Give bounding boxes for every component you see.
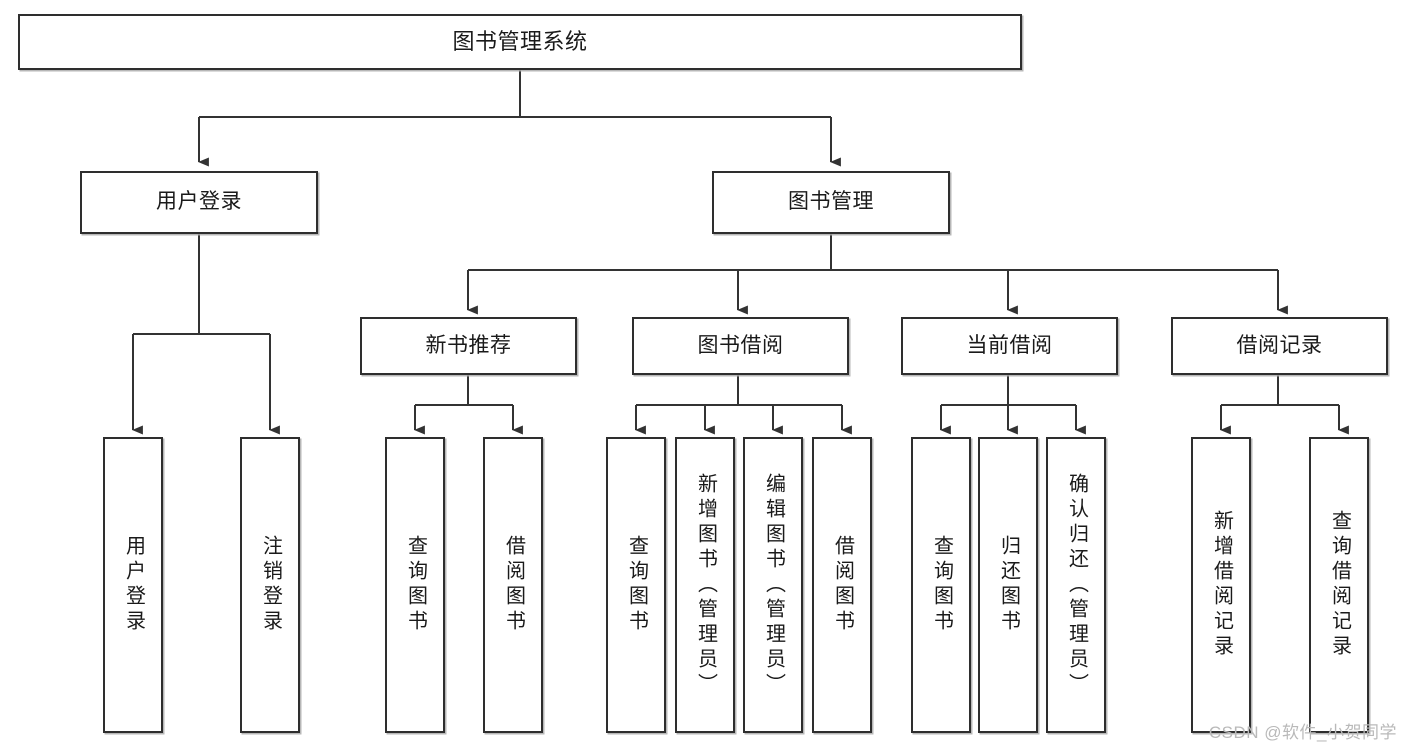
node-label: 用户登录 [122, 535, 145, 635]
node-book-management[interactable]: 图书管理 [712, 171, 950, 234]
node-label: 借阅图书 [831, 535, 854, 635]
node-label: 新书推荐 [425, 333, 512, 357]
node-label: 查询借阅记录 [1328, 510, 1351, 660]
node-label: 编辑图书（管理员） [762, 472, 785, 698]
node-new-book-recommend[interactable]: 新书推荐 [360, 317, 577, 375]
node-root-book-management-system[interactable]: 图书管理系统 [18, 14, 1022, 70]
node-label: 确认归还（管理员） [1065, 472, 1088, 698]
node-label: 图书管理 [788, 190, 874, 214]
node-label: 图书管理系统 [452, 29, 588, 55]
leaf-book-borrow-query-book[interactable]: 查询图书 [606, 437, 666, 733]
node-label: 注销登录 [259, 535, 282, 635]
leaf-current-borrow-confirm-return[interactable]: 确认归还（管理员） [1046, 437, 1106, 733]
node-borrow-record[interactable]: 借阅记录 [1171, 317, 1388, 375]
node-book-borrow[interactable]: 图书借阅 [632, 317, 849, 375]
leaf-user-login-login[interactable]: 用户登录 [103, 437, 163, 733]
leaf-current-borrow-query-book[interactable]: 查询图书 [911, 437, 971, 733]
leaf-user-login-logout[interactable]: 注销登录 [240, 437, 300, 733]
leaf-book-borrow-add-book[interactable]: 新增图书（管理员） [675, 437, 735, 733]
leaf-borrow-record-add-record[interactable]: 新增借阅记录 [1191, 437, 1251, 733]
node-label: 查询图书 [930, 535, 953, 635]
node-label: 用户登录 [156, 190, 242, 214]
node-user-login[interactable]: 用户登录 [80, 171, 318, 234]
leaf-current-borrow-return-book[interactable]: 归还图书 [978, 437, 1038, 733]
node-label: 当前借阅 [966, 333, 1053, 357]
leaf-borrow-record-query-record[interactable]: 查询借阅记录 [1309, 437, 1369, 733]
node-label: 查询图书 [625, 535, 648, 635]
node-label: 新增借阅记录 [1210, 510, 1233, 660]
node-label: 借阅记录 [1236, 333, 1323, 357]
node-label: 新增图书（管理员） [694, 472, 717, 698]
node-label: 查询图书 [404, 535, 427, 635]
leaf-new-book-borrow-book[interactable]: 借阅图书 [483, 437, 543, 733]
node-label: 归还图书 [997, 535, 1020, 635]
leaf-book-borrow-borrow-book[interactable]: 借阅图书 [812, 437, 872, 733]
leaf-new-book-query-book[interactable]: 查询图书 [385, 437, 445, 733]
node-label: 图书借阅 [697, 333, 784, 357]
node-current-borrow[interactable]: 当前借阅 [901, 317, 1118, 375]
leaf-book-borrow-edit-book[interactable]: 编辑图书（管理员） [743, 437, 803, 733]
node-label: 借阅图书 [502, 535, 525, 635]
